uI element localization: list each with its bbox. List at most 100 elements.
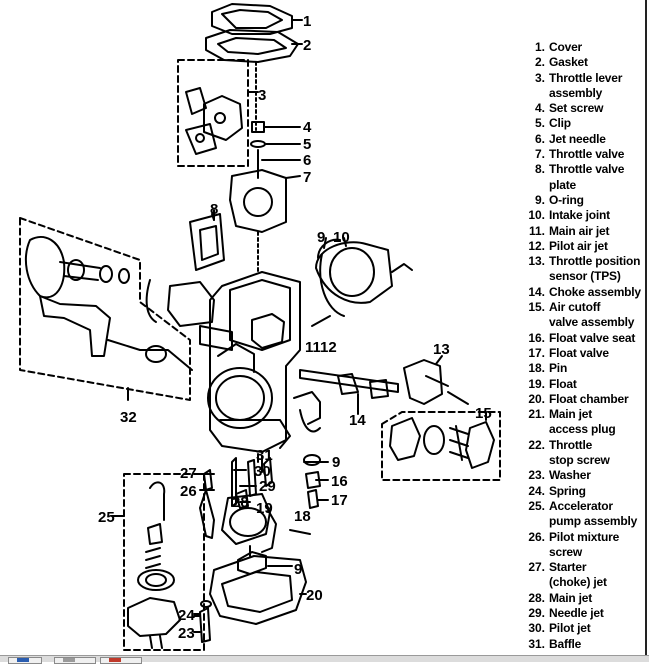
callout-3: 3 xyxy=(258,87,266,104)
legend-item: 19. Float xyxy=(524,377,644,392)
legend-item: 11.Main air jet xyxy=(524,224,644,239)
legend-label: Throttle stop screw xyxy=(549,437,610,468)
legend-number: 29. xyxy=(528,605,545,620)
callout-26: 26 xyxy=(180,483,197,500)
legend-item: 17.Float valve xyxy=(524,346,644,361)
legend-item: 31. Baffle xyxy=(524,637,644,652)
legend-item: 9.O-ring xyxy=(524,193,644,208)
legend-item: 21. Main jet access plug xyxy=(524,407,644,438)
legend-number: 7. xyxy=(534,147,545,162)
legend-number: 26. xyxy=(528,529,545,544)
legend-label: Main jet access plug xyxy=(549,407,616,437)
legend-label: Spring xyxy=(549,483,586,498)
legend-label: Pilot air jet xyxy=(549,238,608,253)
legend-label: Intake joint xyxy=(549,208,610,223)
legend-item: 3.Throttle lever assembly xyxy=(524,71,644,102)
legend-number: 1. xyxy=(534,40,545,54)
legend-number: 9. xyxy=(534,192,545,207)
callout-8: 8 xyxy=(210,201,218,218)
legend-number: 11. xyxy=(528,223,545,238)
callout-14: 14 xyxy=(349,412,366,429)
legend-label: Throttle position sensor (TPS) xyxy=(549,254,641,284)
legend-item: 1. Cover xyxy=(524,40,644,55)
legend-label: Float chamber xyxy=(549,391,629,406)
legend-number: 4. xyxy=(534,101,545,116)
legend-item: 24. Spring xyxy=(524,484,644,499)
callout-11: 11 xyxy=(305,339,321,356)
legend-label: Cover xyxy=(549,40,583,54)
legend-number: 10. xyxy=(528,208,545,223)
callout-5: 5 xyxy=(303,136,311,153)
legend-number: 28. xyxy=(528,590,545,605)
callout-29: 29 xyxy=(259,478,276,495)
legend-number: 21. xyxy=(528,407,545,422)
legend-number: 22. xyxy=(528,437,545,452)
legend-item: 6. Jet needle xyxy=(524,132,644,147)
legend-label: Set screw xyxy=(549,101,604,116)
callout-32: 32 xyxy=(120,409,137,426)
legend-number: 24. xyxy=(528,483,545,498)
callout-15: 15 xyxy=(475,405,492,422)
legend-number: 31. xyxy=(528,636,545,651)
window-edge xyxy=(645,0,647,656)
callout-28: 28 xyxy=(232,494,249,511)
legend-item: 4. Set screw xyxy=(524,101,644,116)
legend-item: 8.Throttle valve plate xyxy=(524,162,644,193)
callout-17: 17 xyxy=(331,492,348,509)
legend-number: 15. xyxy=(528,300,545,315)
legend-label: Float valve seat xyxy=(549,330,636,345)
callout-10: 10 xyxy=(333,229,350,246)
legend-item: 30.Pilot jet xyxy=(524,621,644,636)
callout-1: 1 xyxy=(303,13,311,30)
legend-item: 15. Air cutoff valve assembly xyxy=(524,300,644,331)
legend-label: Throttle lever assembly xyxy=(549,70,623,100)
legend-number: 18. xyxy=(528,361,545,376)
legend-number: 20. xyxy=(528,391,545,406)
legend-item: 12. Pilot air jet xyxy=(524,239,644,254)
legend-label: Choke assembly xyxy=(549,284,641,299)
legend-label: Washer xyxy=(549,468,591,483)
legend-item: 16.Float valve seat xyxy=(524,331,644,346)
callout-9-lower: 9 xyxy=(294,561,302,578)
app-icon-red xyxy=(109,658,121,662)
legend-label: Starter (choke) jet xyxy=(549,560,607,590)
legend-item: 25. Accelerator pump assembly xyxy=(524,499,644,530)
legend-number: 5. xyxy=(534,116,545,131)
callout-6: 6 xyxy=(303,152,311,169)
callout-7: 7 xyxy=(303,169,311,186)
app-icon-gray xyxy=(63,658,75,662)
callout-13: 13 xyxy=(433,341,450,358)
legend-number: 23. xyxy=(528,468,545,483)
legend-label: Pilot jet xyxy=(549,621,591,636)
callout-9: 9 xyxy=(317,229,325,246)
legend-number: 17. xyxy=(528,345,545,360)
callout-31: 31 xyxy=(256,447,273,464)
legend-number: 19. xyxy=(528,376,545,391)
legend-number: 13. xyxy=(528,254,545,269)
callout-23: 23 xyxy=(178,625,195,642)
legend-label: Float xyxy=(549,376,577,391)
legend-label: Baffle xyxy=(549,636,582,651)
legend-item: 26.Pilot mixture screw xyxy=(524,530,644,561)
callout-16: 16 xyxy=(331,473,348,490)
legend-item: 13. Throttle position sensor (TPS) xyxy=(524,254,644,285)
legend-number: 2. xyxy=(534,55,545,70)
legend-label: Accelerator pump assembly xyxy=(549,498,638,529)
legend-number: 6. xyxy=(534,131,545,146)
legend-item: 10. Intake joint xyxy=(524,208,644,223)
callout-2: 2 xyxy=(303,37,311,54)
legend-label: Air cutoff valve assembly xyxy=(549,300,635,330)
callout-20: 20 xyxy=(306,587,323,604)
legend-number: 12. xyxy=(528,238,545,253)
callout-4: 4 xyxy=(303,119,312,136)
legend-item: 23. Washer xyxy=(524,468,644,483)
legend-item: 27.Starter (choke) jet xyxy=(524,560,644,591)
legend-item: 29.Needle jet xyxy=(524,606,644,621)
legend-item: 5.Clip xyxy=(524,116,644,131)
legend-item: 20. Float chamber xyxy=(524,392,644,407)
legend-label: Jet needle xyxy=(549,131,606,146)
legend-label: Throttle valve xyxy=(549,147,625,162)
legend-number: 25. xyxy=(528,498,545,513)
